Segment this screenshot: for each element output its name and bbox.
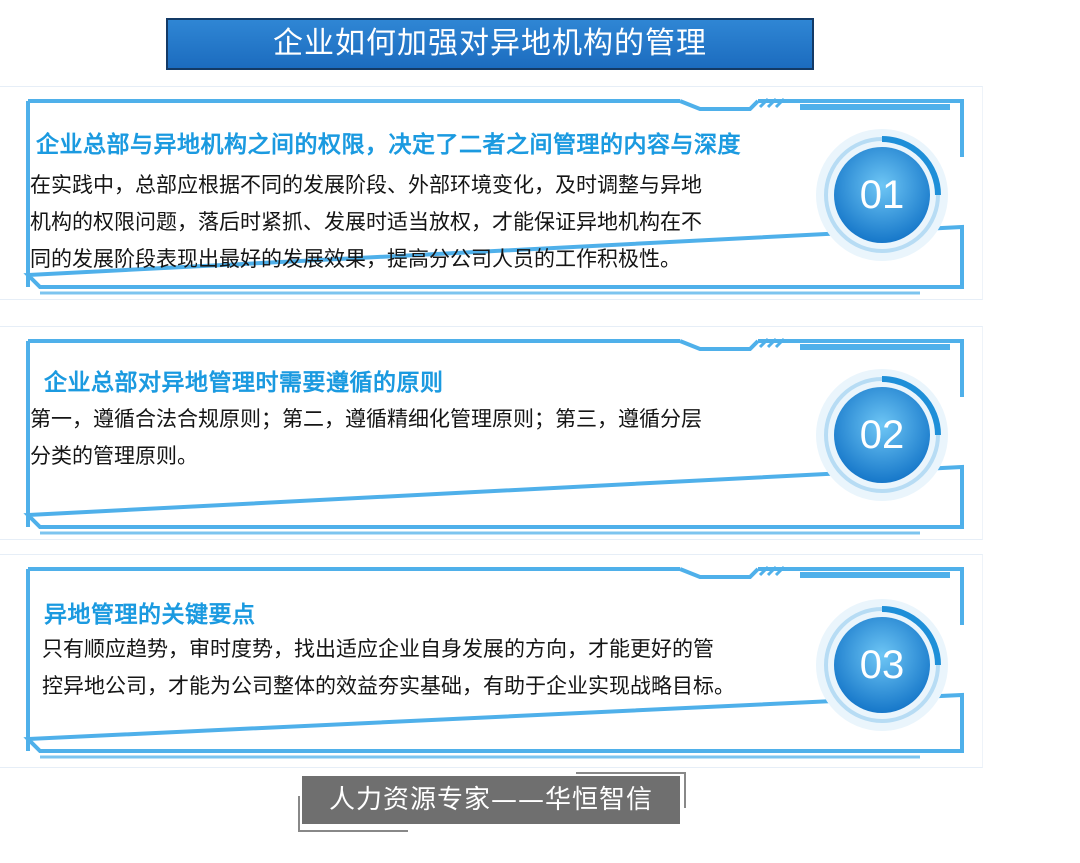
card-line: 第一，遵循合法合规原则；第二，遵循精细化管理原则；第三，遵循分层 [30, 407, 702, 431]
footer-corner-line [298, 796, 300, 832]
card-body: 只有顺应趋势，审时度势，找出适应企业自身发展的方向，才能更好的管 控异地公司，才… [42, 631, 735, 705]
number-badge-01: 01 [812, 125, 952, 265]
number-badge-02: 02 [812, 365, 952, 505]
badge-ring-icon [816, 129, 948, 261]
card-3: 异地管理的关键要点 只有顺应趋势，审时度势，找出适应企业自身发展的方向，才能更好… [0, 554, 983, 768]
footer-corner-line [576, 772, 686, 774]
page-title: 企业如何加强对异地机构的管理 [166, 18, 814, 70]
card-line: 只有顺应趋势，审时度势，找出适应企业自身发展的方向，才能更好的管 [42, 637, 714, 661]
card-2: 企业总部对异地管理时需要遵循的原则 第一，遵循合法合规原则；第二，遵循精细化管理… [0, 326, 983, 540]
card-body: 在实践中，总部应根据不同的发展阶段、外部环境变化，及时调整与异地 机构的权限问题… [30, 167, 702, 278]
footer-corner-line [298, 830, 408, 832]
footer-credit: 人力资源专家——华恒智信 [302, 776, 680, 824]
card-line: 控异地公司，才能为公司整体的效益夯实基础，有助于企业实现战略目标。 [42, 674, 735, 698]
card-heading: 异地管理的关键要点 [44, 602, 256, 628]
card-line: 在实践中，总部应根据不同的发展阶段、外部环境变化，及时调整与异地 [30, 173, 702, 197]
card-frame [23, 337, 964, 535]
card-body: 第一，遵循合法合规原则；第二，遵循精细化管理原则；第三，遵循分层 分类的管理原则… [30, 401, 702, 475]
badge-number: 01 [859, 173, 905, 217]
badge-number: 02 [859, 413, 905, 457]
card-line: 同的发展阶段表现出最好的发展效果，提高分公司人员的工作积极性。 [30, 247, 681, 271]
number-badge-03: 03 [812, 595, 952, 735]
card-frame [23, 97, 964, 295]
footer-corner-line [684, 772, 686, 808]
card-line: 分类的管理原则。 [30, 444, 198, 468]
card-1: 企业总部与异地机构之间的权限，决定了二者之间管理的内容与深度 在实践中，总部应根… [0, 86, 983, 300]
badge-ring-icon [816, 599, 948, 731]
card-heading: 企业总部对异地管理时需要遵循的原则 [44, 370, 444, 396]
card-heading: 企业总部与异地机构之间的权限，决定了二者之间管理的内容与深度 [36, 132, 741, 158]
card-frame [23, 565, 964, 759]
badge-ring-icon [816, 369, 948, 501]
badge-number: 03 [859, 643, 905, 687]
card-line: 机构的权限问题，落后时紧抓、发展时适当放权，才能保证异地机构在不 [30, 210, 702, 234]
